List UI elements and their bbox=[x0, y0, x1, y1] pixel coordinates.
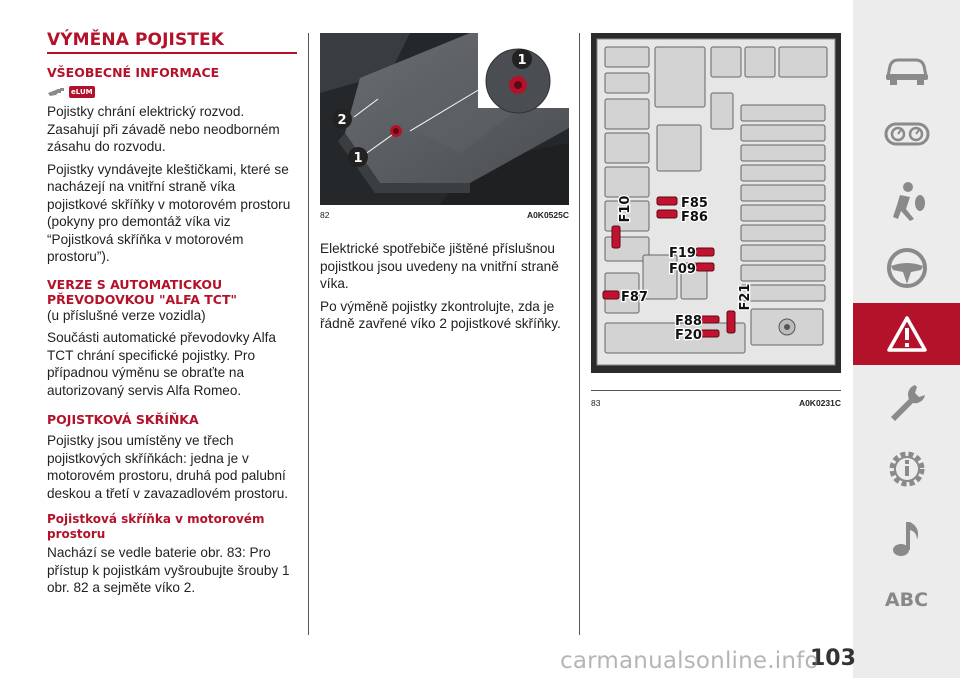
sidebar-item-safety[interactable] bbox=[853, 168, 960, 234]
info-gear-icon bbox=[889, 451, 924, 487]
sidebar-item-vehicle[interactable] bbox=[853, 40, 960, 100]
figure-82-caption: 82 A0K0525C bbox=[320, 210, 569, 220]
fuel-nozzle-icon bbox=[48, 88, 64, 96]
sidebar-item-multimedia[interactable] bbox=[853, 508, 960, 568]
callout-1-top: 1 bbox=[517, 53, 526, 68]
auto-trans-note: (u příslušné verze vozidla) bbox=[47, 307, 206, 323]
fuse-label-f10: F10 bbox=[618, 196, 633, 223]
column-divider-1 bbox=[308, 33, 309, 635]
dashboard-gauges-icon bbox=[884, 122, 929, 146]
wrench-icon bbox=[890, 385, 925, 421]
page-number: 103 bbox=[810, 646, 856, 671]
fuse-box-paragraph-1: Pojistky jsou umístěny ve třech pojistko… bbox=[47, 433, 289, 501]
warning-triangle-icon bbox=[886, 316, 927, 352]
general-paragraph-1: Pojistky chrání elektrický rozvod. Zasah… bbox=[47, 104, 280, 154]
figure-82-code: A0K0525C bbox=[526, 210, 569, 220]
section-title: VÝMĚNA POJISTEK bbox=[47, 30, 297, 54]
callout-1-bottom: 1 bbox=[353, 151, 362, 166]
general-info-heading: VŠEOBECNÉ INFORMACE bbox=[47, 65, 220, 80]
auto-trans-heading-line2: PŘEVODOVKOU "ALFA TCT" bbox=[47, 291, 238, 307]
figure-83-code: A0K0231C bbox=[798, 398, 841, 408]
middle-paragraph-1: Elektrické spotřebiče jištěné příslušnou… bbox=[320, 241, 559, 291]
figure-83-fuse-box: F10 F85 F86 F19 F09 F87 F21 F88 F20 bbox=[591, 33, 841, 391]
fuse-label-f19: F19 bbox=[669, 246, 696, 261]
engine-fuse-box-heading-line1: Pojistková skříňka v motorovém bbox=[47, 512, 265, 526]
fuse-label-f86: F86 bbox=[681, 210, 708, 225]
fuse-box-paragraph-2: Nachází se vedle baterie obr. 83: Pro př… bbox=[47, 545, 290, 595]
sidebar-item-driving[interactable] bbox=[853, 238, 960, 298]
auto-trans-paragraph: Součásti automatické převodovky Alfa TCT… bbox=[47, 330, 276, 398]
fuse-label-f85: F85 bbox=[681, 196, 708, 211]
watermark: carmanualsonline.info bbox=[560, 648, 819, 674]
chapter-sidebar: ABC bbox=[853, 0, 960, 678]
sidebar-item-dashboard[interactable] bbox=[853, 104, 960, 164]
sidebar-item-emergency[interactable] bbox=[853, 303, 960, 365]
fuse-label-f20: F20 bbox=[675, 328, 702, 343]
fuse-label-f09: F09 bbox=[669, 262, 696, 277]
steering-wheel-icon bbox=[886, 248, 927, 288]
figure-83-number: 83 bbox=[591, 398, 601, 408]
fuse-label-f21: F21 bbox=[738, 284, 753, 311]
figure-82-number: 82 bbox=[320, 210, 330, 220]
fuse-box-diagram: F10 F85 F86 F19 F09 F87 F21 F88 F20 bbox=[591, 33, 841, 373]
middle-paragraph-2: Po výměně pojistky zkontrolujte, zda je … bbox=[320, 298, 561, 332]
sidebar-item-maintenance[interactable] bbox=[853, 372, 960, 434]
general-paragraph-2: Pojistky vyndávejte kleštičkami, které s… bbox=[47, 161, 291, 265]
left-column: VÝMĚNA POJISTEK VŠEOBECNÉ INFORMACE eLUM… bbox=[47, 30, 297, 597]
sidebar-item-technical-data[interactable] bbox=[853, 436, 960, 502]
auto-trans-heading: VERZE S AUTOMATICKOU PŘEVODOVKOU "ALFA T… bbox=[47, 277, 297, 307]
engine-bay-photo: 1 2 1 bbox=[320, 33, 569, 205]
index-abc-label: ABC bbox=[884, 589, 929, 611]
elum-badge: eLUM bbox=[69, 86, 95, 98]
figure-82-photo: 1 2 1 bbox=[320, 33, 569, 205]
fuse-label-f87: F87 bbox=[621, 290, 648, 305]
column-divider-2 bbox=[579, 33, 580, 635]
sidebar-item-index[interactable]: ABC bbox=[853, 580, 960, 620]
engine-fuse-box-heading-line2: prostoru bbox=[47, 527, 106, 541]
engine-fuse-box-heading: Pojistková skříňka v motorovém prostoru bbox=[47, 512, 297, 542]
fuse-label-f88: F88 bbox=[675, 314, 702, 329]
music-note-icon bbox=[892, 522, 918, 556]
airbag-person-icon bbox=[892, 182, 925, 221]
fuel-icons: eLUM bbox=[47, 83, 297, 101]
auto-trans-heading-line1: VERZE S AUTOMATICKOU bbox=[47, 276, 223, 292]
car-icon bbox=[885, 58, 928, 85]
middle-column: Elektrické spotřebiče jištěné příslušnou… bbox=[320, 240, 572, 333]
callout-2: 2 bbox=[337, 113, 346, 128]
fuse-box-heading: POJISTKOVÁ SKŘÍŇKA bbox=[47, 412, 199, 427]
figure-83-caption: 83 A0K0231C bbox=[591, 398, 841, 408]
